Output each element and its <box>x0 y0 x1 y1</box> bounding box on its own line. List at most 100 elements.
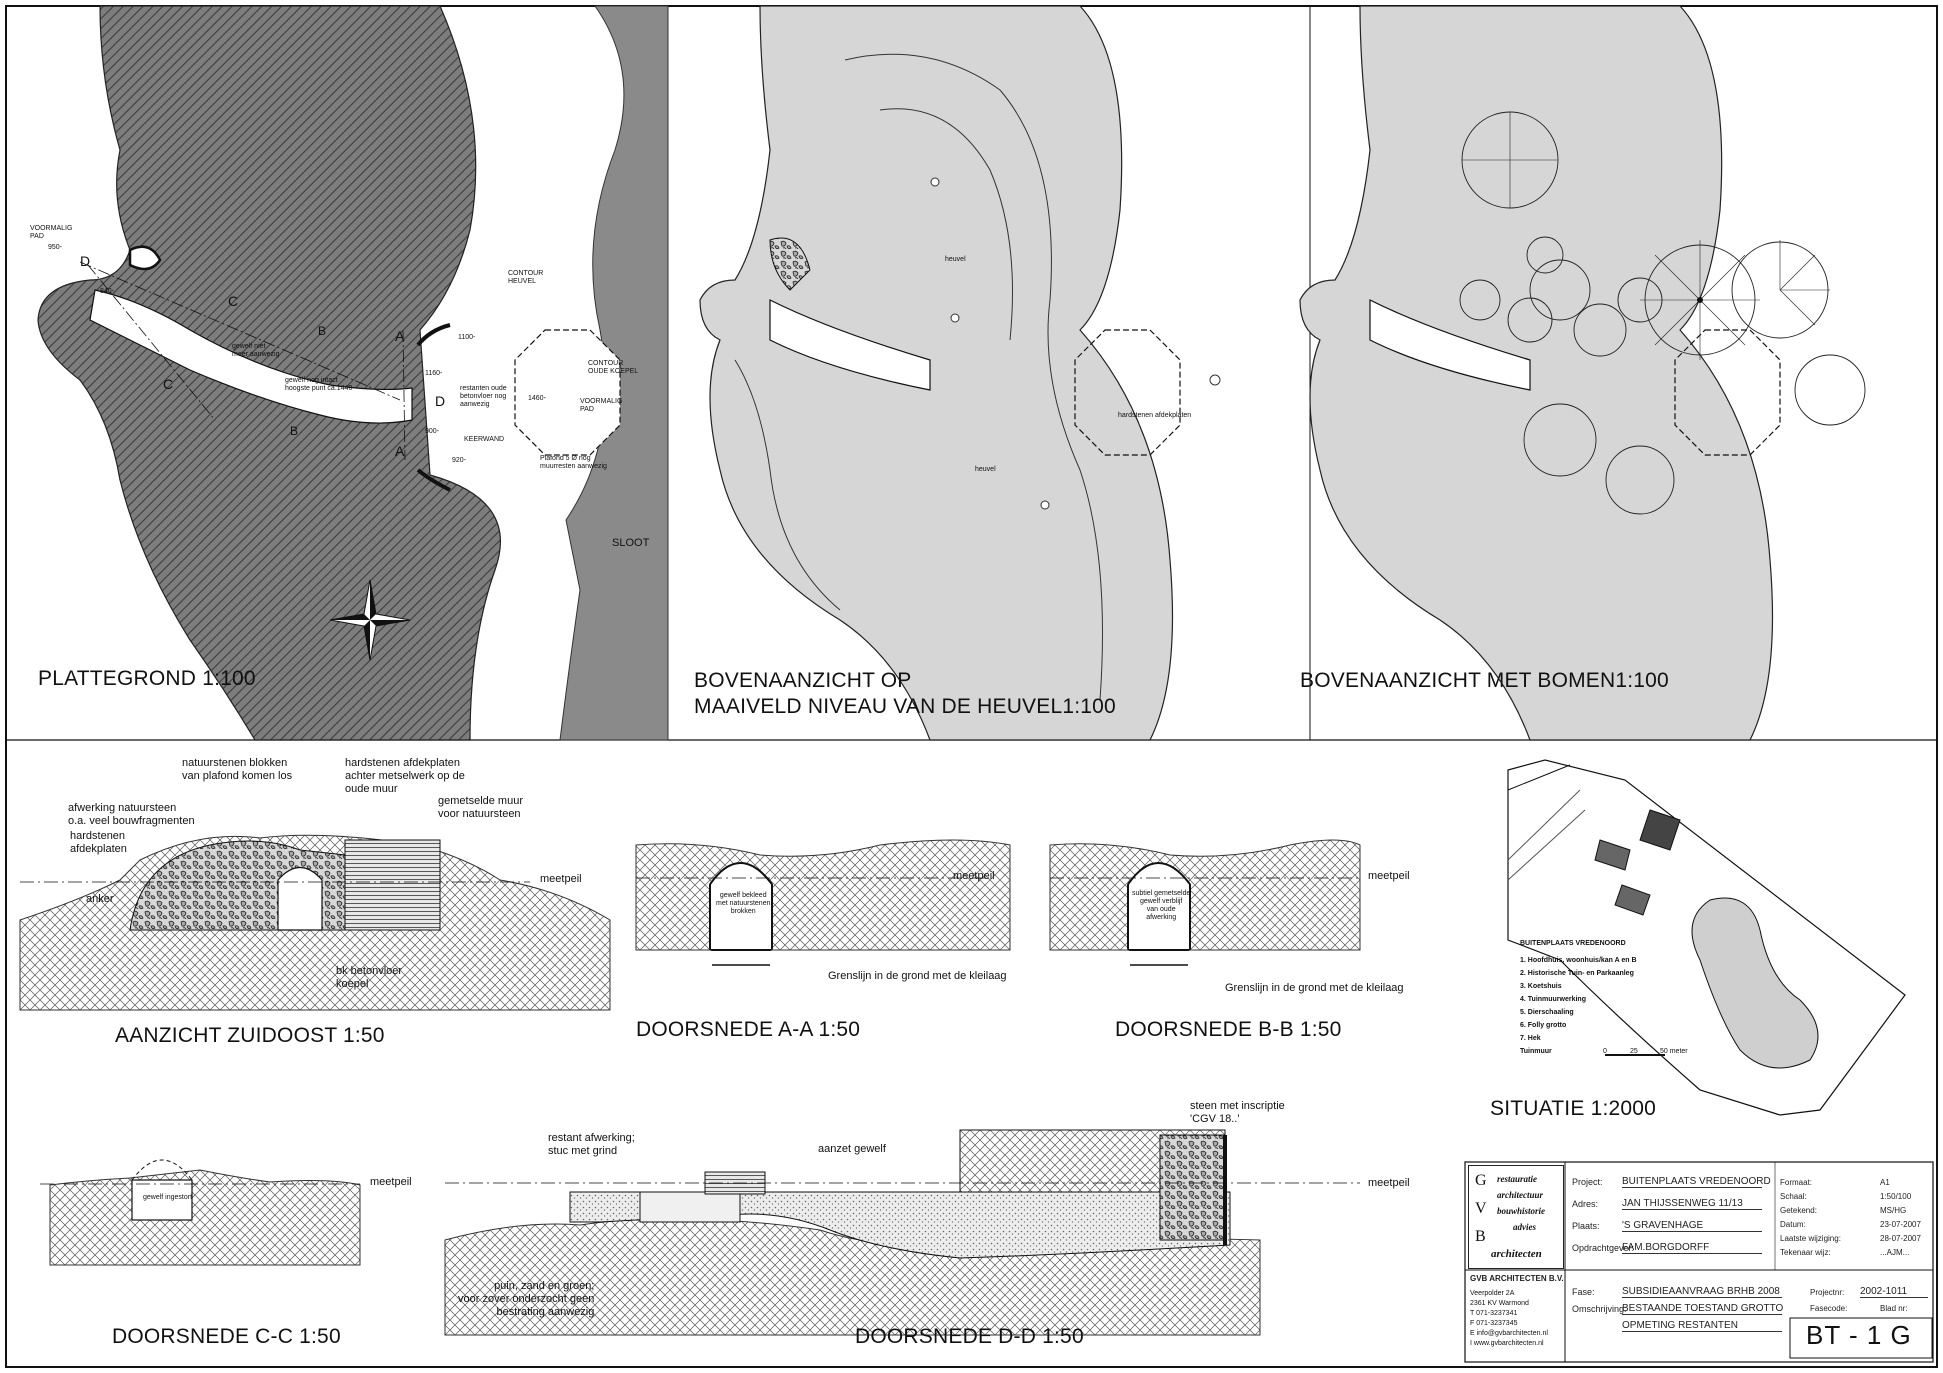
note-finish: afwerking natuursteen o.a. veel bouwfrag… <box>68 802 195 827</box>
top-view-title-2: MAAIVELD NIVEAU VAN DE HEUVEL1:100 <box>694 695 1116 718</box>
section-marker-b: B <box>290 424 299 438</box>
last-change-label: Laatste wijziging: <box>1780 1234 1841 1243</box>
meetpeil-label: meetpeil <box>1368 1177 1410 1189</box>
date-label: Datum: <box>1780 1220 1806 1229</box>
label-1160: 1160- <box>425 370 443 377</box>
scale-label: 25 <box>1630 1048 1638 1055</box>
floor-plan-title: PLATTEGROND 1:100 <box>38 667 256 690</box>
place-value: 'S GRAVENHAGE <box>1622 1220 1762 1232</box>
description-line-2: OPMETING RESTANTEN <box>1622 1320 1782 1332</box>
vault-inner <box>711 864 771 949</box>
drawn-label: Getekend: <box>1780 1206 1817 1215</box>
top-view-title-1: BOVENAANZICHT OP <box>694 669 912 692</box>
legend-list: 1. Hoofdhuis, woonhuis/kan A en B 2. His… <box>1520 957 1637 1061</box>
collapsed-vault <box>131 1179 193 1221</box>
phase-label: Fase: <box>1572 1287 1595 1297</box>
legend-item: 6. Folly grotto <box>1520 1022 1567 1029</box>
trees-view-title: BOVENAANZICHT MET BOMEN1:100 <box>1300 669 1669 692</box>
label-former-path-right: VOORMALIG PAD <box>580 398 623 413</box>
project-label: Project: <box>1572 1177 1603 1187</box>
format-label: Formaat: <box>1780 1178 1813 1187</box>
floor-plan <box>37 5 669 741</box>
scale-label: 0 <box>1603 1048 1607 1055</box>
logo-word: architectuur <box>1497 1190 1544 1200</box>
top-view <box>699 5 1221 741</box>
hill-label: heuvel <box>945 256 966 263</box>
section-cc <box>40 1159 361 1266</box>
section-aa <box>635 839 1011 966</box>
scale-value: 1:50/100 <box>1880 1192 1912 1201</box>
vault-note: subtiel gemetselde gewelf verblijf van o… <box>1132 890 1191 921</box>
label-1100: 1100- <box>458 334 476 341</box>
section-line-a <box>402 329 406 461</box>
tunnel-top <box>769 299 931 391</box>
legend-item: Tuinmuur <box>1520 1048 1552 1055</box>
drawer-change-label: Tekenaar wijz: <box>1780 1248 1831 1257</box>
legend-title: BUITENPLAATS VREDENOORD <box>1520 940 1626 947</box>
description-line-1: BESTAANDE TOESTAND GROTTO <box>1622 1303 1784 1315</box>
marker-circle <box>1209 374 1221 386</box>
compass-icon <box>329 579 411 661</box>
section-line-c <box>87 264 216 421</box>
old-dome-contour <box>514 329 621 456</box>
label-vault-missing: gewelf niet meer aanwezig <box>232 343 280 358</box>
section-marker-c: C <box>228 293 239 309</box>
section-dd-title: DOORSNEDE D-D 1:50 <box>855 1325 1084 1348</box>
description-label: Omschrijving: <box>1572 1304 1627 1314</box>
meetpeil-label: meetpeil <box>953 870 995 882</box>
firm-line: T 071-3237341 <box>1470 1310 1518 1317</box>
firm-name: GVB ARCHITECTEN B.V. <box>1470 1274 1564 1283</box>
date-value: 23-07-2007 <box>1880 1220 1921 1229</box>
meetpeil-label: meetpeil <box>370 1176 412 1188</box>
label-920: 920- <box>452 457 467 464</box>
elevation-title: AANZICHT ZUIDOOST 1:50 <box>115 1024 385 1047</box>
logo-word: architecten <box>1491 1248 1542 1260</box>
tree-rays <box>1462 112 1830 360</box>
ditch-label: SLOOT <box>612 537 650 549</box>
client-value: FAM.BORGDORFF <box>1622 1242 1762 1254</box>
clay-boundary-note: Grenslijn in de grond met de kleilaag <box>828 970 1007 982</box>
legend-item: 1. Hoofdhuis, woonhuis/kan A en B <box>1520 957 1637 964</box>
ground-hatch <box>49 1169 361 1266</box>
hill-label: heuvel <box>975 466 996 473</box>
elevation-southeast <box>19 834 611 1011</box>
marker-circle <box>1040 500 1050 510</box>
section-marker-a: A <box>395 443 405 459</box>
phase-value: SUBSIDIEAANVRAAG BRHB 2008 <box>1622 1286 1782 1298</box>
legend-item: 3. Koetshuis <box>1520 983 1562 990</box>
drawer-change-value: ...AJM... <box>1880 1248 1910 1257</box>
tunnel-plan <box>89 289 413 424</box>
section-dd <box>444 1129 1360 1336</box>
legend-item: 4. Tuinmuurwerking <box>1520 996 1586 1003</box>
logo-letter: G <box>1475 1172 1487 1189</box>
scale-label: Schaal: <box>1780 1192 1807 1201</box>
section-bb <box>1049 839 1361 966</box>
phasecode-label: Fasecode: <box>1810 1304 1848 1313</box>
firm-line: F 071-3237345 <box>1470 1320 1518 1327</box>
logo-letter: B <box>1475 1228 1486 1245</box>
rubble-note: puin, zand en groen; voor zover onderzoc… <box>458 1280 595 1318</box>
firm-line: I www.gvbarchitecten.nl <box>1470 1340 1544 1347</box>
trees-view <box>1299 5 1866 741</box>
section-marker-a: A <box>395 328 405 344</box>
entrance-opening <box>277 866 323 931</box>
legend-item: 2. Historische Tuin- en Parkaanleg <box>1520 970 1634 977</box>
firm-line: Veerpolder 2A <box>1470 1290 1515 1297</box>
sheet-number-label: Blad nr: <box>1880 1304 1908 1313</box>
project-value: BUITENPLAATS VREDENOORD <box>1622 1176 1771 1188</box>
tree-center <box>1697 297 1703 303</box>
address-label: Adres: <box>1572 1199 1599 1209</box>
label-840: 840- <box>100 288 115 295</box>
firm-line: 2361 KV Warmond <box>1470 1300 1529 1307</box>
meetpeil-label: meetpeil <box>540 873 582 885</box>
hill-contour-lines <box>844 53 1103 701</box>
legend-item: 7. Hek <box>1520 1035 1541 1042</box>
logo-word: restauratie <box>1497 1174 1538 1184</box>
stones-cluster <box>769 237 811 291</box>
projectnr-value: 2002-1011 <box>1860 1286 1928 1298</box>
section-cc-title: DOORSNEDE C-C 1:50 <box>112 1325 341 1348</box>
masonry-wall <box>344 839 441 931</box>
road-line <box>1507 764 1571 791</box>
vault-start-note: aanzet gewelf <box>818 1143 886 1155</box>
label-old-floor: restanten oude betonvloer nog aanwezig <box>460 385 507 408</box>
